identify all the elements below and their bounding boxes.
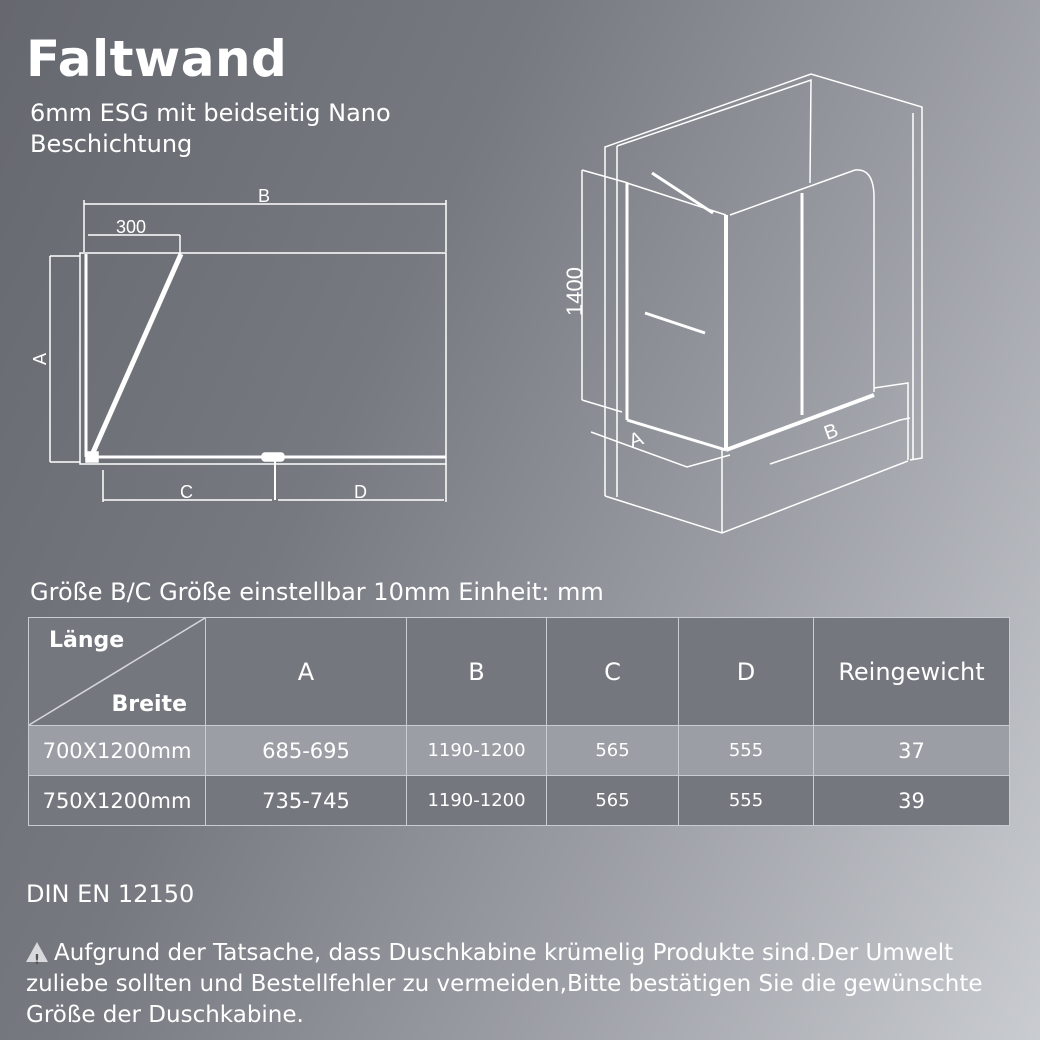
standard-label: DIN EN 12150 <box>26 880 195 908</box>
cell: 685-695 <box>205 725 407 776</box>
label-c: C <box>180 482 193 502</box>
cell: 750X1200mm <box>28 775 206 826</box>
label-b: B <box>258 186 270 206</box>
subtitle-line-1: 6mm ESG mit beidseitig Nano <box>30 99 391 127</box>
diagonal-divider <box>29 618 205 725</box>
cell: 37 <box>813 725 1010 776</box>
cell: 555 <box>678 725 814 776</box>
subtitle-line-2: Beschichtung <box>30 130 193 158</box>
cell: 555 <box>678 775 814 826</box>
cell: 565 <box>546 775 679 826</box>
plan-diagram: B 300 A C D 1400 A B <box>0 0 1040 560</box>
corner-bottom-label: Breite <box>111 692 187 717</box>
header-cell: C <box>546 617 679 726</box>
corner-cell: Länge Breite <box>28 617 206 726</box>
cell: 1190-1200 <box>406 725 547 776</box>
size-table: Länge Breite A B C D Reingewicht 700X120… <box>28 617 1010 826</box>
label-height: 1400 <box>562 267 587 316</box>
label-d: D <box>354 482 367 502</box>
label-iso-a: A <box>626 427 647 452</box>
cell: 565 <box>546 725 679 776</box>
label-300: 300 <box>116 217 146 237</box>
header-cell: B <box>406 617 547 726</box>
header-cell: A <box>205 617 407 726</box>
note-text: Aufgrund der Tatsache, dass Duschkabine … <box>26 940 983 1028</box>
label-iso-b: B <box>821 419 841 444</box>
warning-icon: ! <box>26 942 48 968</box>
subtitle: 6mm ESG mit beidseitig Nano Beschichtung <box>30 98 391 160</box>
table-caption: Größe B/C Größe einstellbar 10mm Einheit… <box>30 578 604 606</box>
cell: 39 <box>813 775 1010 826</box>
corner-top-label: Länge <box>49 628 125 653</box>
table-header-row: Länge Breite A B C D Reingewicht <box>28 617 1010 726</box>
iso-view <box>581 73 923 534</box>
warning-note: !Aufgrund der Tatsache, dass Duschkabine… <box>26 938 1036 1031</box>
label-a: A <box>30 353 50 365</box>
page-title: Faltwand <box>26 30 288 88</box>
header-cell: D <box>678 617 814 726</box>
table-row: 750X1200mm 735-745 1190-1200 565 555 39 <box>28 775 1010 826</box>
header-cell: Reingewicht <box>813 617 1010 726</box>
cell: 735-745 <box>205 775 407 826</box>
plan-view <box>49 200 447 502</box>
cell: 700X1200mm <box>28 725 206 776</box>
table-row: 700X1200mm 685-695 1190-1200 565 555 37 <box>28 725 1010 776</box>
cell: 1190-1200 <box>406 775 547 826</box>
